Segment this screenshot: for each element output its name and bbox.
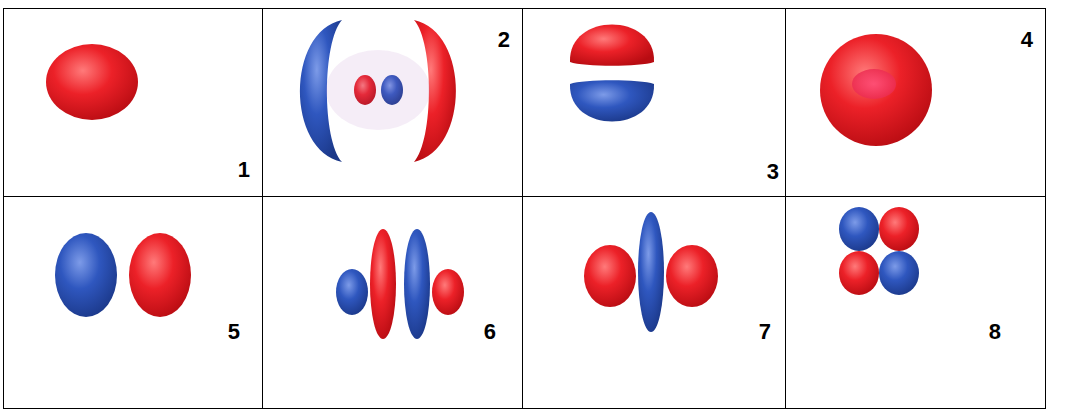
lobe [336, 269, 368, 315]
p-orbital-radial-nodes [336, 229, 464, 339]
lobe [129, 233, 191, 317]
dz2-orbital [584, 212, 718, 332]
lobe [432, 269, 464, 315]
table-cell: 1 [3, 8, 263, 197]
callout-number: 2 [498, 29, 510, 51]
callout-number: 5 [228, 321, 240, 343]
table-cell: 6 [262, 196, 523, 409]
table-cell: 2 [262, 8, 523, 197]
lobe [879, 207, 919, 251]
lobe [404, 229, 430, 339]
lobe [370, 229, 396, 339]
lobe [839, 251, 879, 295]
s-orbital-radial-node [820, 34, 932, 146]
lobe [570, 25, 654, 66]
p-orbital-radial-node [300, 20, 456, 162]
p-orbital [570, 25, 654, 122]
p-orbital [55, 233, 191, 317]
table-cell: 7 [522, 196, 786, 409]
lobe [666, 245, 718, 307]
lobe [570, 80, 654, 121]
d-orbital [839, 207, 919, 295]
s-orbital [46, 44, 138, 120]
callout-number: 4 [1021, 29, 1033, 51]
outer-shell [820, 34, 932, 146]
lobe [584, 245, 636, 307]
callout-number: 8 [989, 321, 1001, 343]
lobe [839, 207, 879, 251]
table-cell: 5 [3, 196, 263, 409]
callout-number: 6 [484, 321, 496, 343]
table-cell: 3 [522, 8, 786, 197]
callout-number: 7 [759, 321, 771, 343]
callout-number: 3 [767, 161, 779, 183]
lobe [879, 251, 919, 295]
torus [638, 212, 664, 332]
inner-shell [852, 69, 896, 99]
overlap-tint [326, 50, 430, 130]
table-cell: 8 [785, 196, 1046, 409]
table-cell: 4 [785, 8, 1046, 197]
lobe [55, 233, 117, 317]
callout-number: 1 [238, 159, 250, 181]
